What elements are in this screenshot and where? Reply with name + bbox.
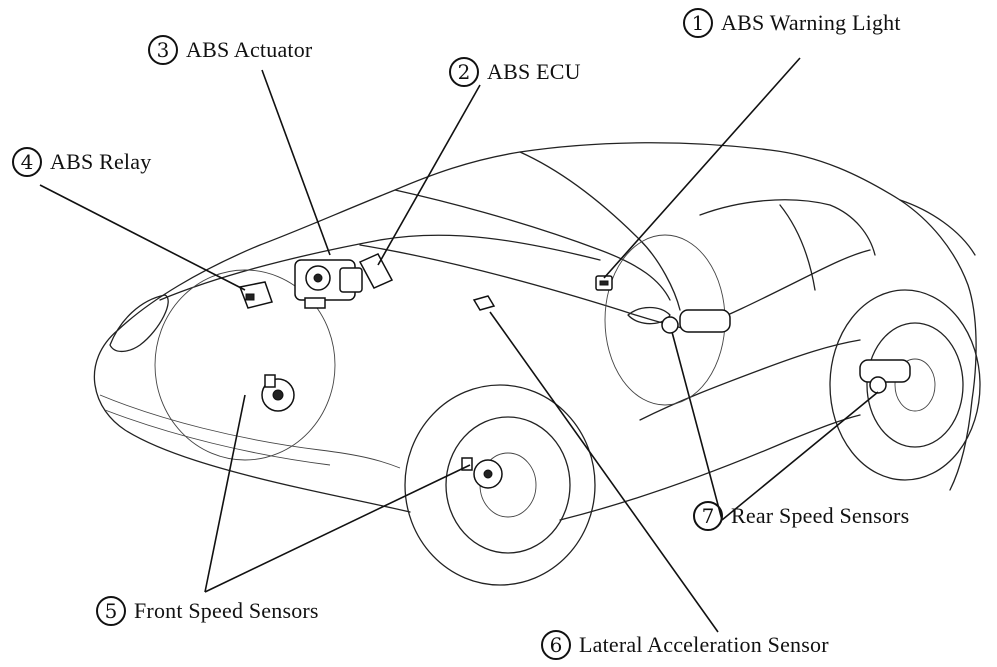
callout-label: ABS ECU <box>487 59 581 85</box>
callout-abs-warning-light: 1 ABS Warning Light <box>683 8 901 38</box>
callout-label: Lateral Acceleration Sensor <box>579 632 829 658</box>
callout-number: 1 <box>683 8 713 38</box>
callout-label: ABS Warning Light <box>721 10 901 36</box>
callout-label: ABS Actuator <box>186 37 312 63</box>
rear-speed-sensor-parts <box>662 310 910 393</box>
callout-label: ABS Relay <box>50 149 151 175</box>
abs-warning-light-part <box>596 276 612 290</box>
callout-abs-ecu: 2 ABS ECU <box>449 57 581 87</box>
leader-lines <box>40 58 878 632</box>
callout-number: 6 <box>541 630 571 660</box>
callout-front-speed-sensors: 5 Front Speed Sensors <box>96 596 319 626</box>
callout-label: Front Speed Sensors <box>134 598 319 624</box>
car-body <box>94 143 976 520</box>
callout-lateral-acceleration-sensor: 6 Lateral Acceleration Sensor <box>541 630 829 660</box>
rear-right-wheel <box>830 290 980 480</box>
callout-number: 2 <box>449 57 479 87</box>
front-left-wheel <box>405 385 595 585</box>
abs-actuator-part <box>295 260 362 308</box>
lateral-acceleration-sensor-part <box>474 296 494 310</box>
abs-ecu-part <box>360 254 392 288</box>
callout-abs-relay: 4 ABS Relay <box>12 147 151 177</box>
callout-abs-actuator: 3 ABS Actuator <box>148 35 312 65</box>
callout-number: 7 <box>693 501 723 531</box>
callout-number: 4 <box>12 147 42 177</box>
callout-label: Rear Speed Sensors <box>731 503 909 529</box>
callout-number: 5 <box>96 596 126 626</box>
callout-number: 3 <box>148 35 178 65</box>
abs-relay-part <box>240 282 272 308</box>
callout-rear-speed-sensors: 7 Rear Speed Sensors <box>693 501 909 531</box>
